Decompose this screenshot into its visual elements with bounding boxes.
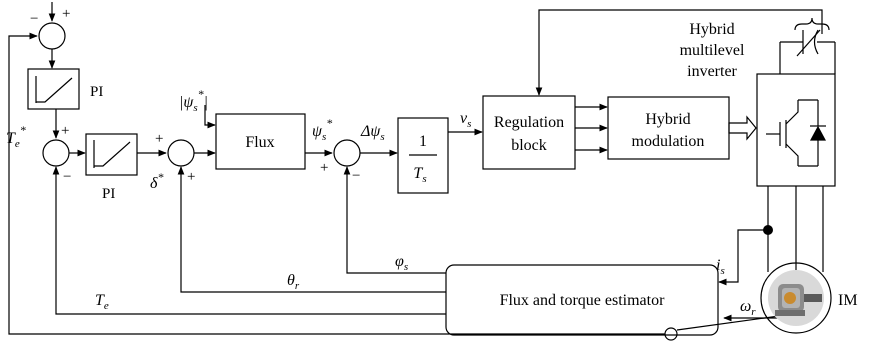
flux-block — [215, 113, 306, 170]
current-tap-dot — [763, 225, 773, 235]
label-wr: ωr — [740, 298, 756, 318]
regulation-block — [482, 95, 576, 170]
label-vs: vs — [460, 110, 471, 130]
regulation-label-line1: Regulation — [494, 114, 564, 131]
inverter-block — [756, 73, 836, 187]
pi-inner-characteristic — [94, 141, 131, 167]
inverse-ts-block — [397, 117, 449, 194]
modulation-label-line2: modulation — [632, 133, 705, 150]
sign-s3-plus-left: + — [155, 131, 163, 147]
label-delta-ref: δ* — [150, 170, 163, 192]
label-psi-ref: ψs* — [312, 116, 332, 143]
sum-junction-angle — [167, 139, 195, 167]
flux-torque-estimator-block — [445, 264, 719, 336]
induction-motor — [760, 262, 832, 334]
label-psi-abs-ref: |ψs*| — [179, 87, 208, 114]
sum-junction-torque — [42, 139, 70, 167]
sign-s1-minus: − — [30, 11, 38, 27]
sign-s3-plus-bottom: + — [187, 169, 195, 185]
inverter-caption-line3: inverter — [687, 63, 737, 80]
regulation-label-line2: block — [511, 137, 547, 154]
inverter-caption-line2: multilevel — [680, 42, 745, 59]
pi-controller-outer — [27, 68, 80, 110]
inverse-ts-denominator: Ts — [413, 165, 426, 185]
sum-junction-speed — [38, 22, 66, 50]
label-te-ref: Te* — [6, 123, 26, 150]
sign-s4-plus-left: + — [320, 160, 328, 176]
estimator-label: Flux and torque estimator — [500, 292, 666, 309]
flux-block-label: Flux — [245, 134, 274, 151]
label-te: Te — [95, 292, 109, 312]
sign-s2-minus: − — [63, 169, 71, 185]
label-delta-psi: Δψs — [360, 123, 385, 143]
label-theta: θr — [287, 272, 300, 292]
sign-s2-plus: + — [61, 123, 69, 139]
pi-outer-characteristic — [36, 77, 73, 103]
pi-controller-inner — [85, 133, 138, 176]
speed-sensor — [664, 327, 678, 341]
modulation-output-arrow — [728, 115, 757, 141]
label-is: is — [716, 257, 725, 277]
sign-s4-minus-bottom: − — [352, 168, 360, 184]
pi-outer-label: PI — [90, 84, 103, 100]
motor-picture — [768, 270, 824, 326]
sign-s1-plus: + — [62, 6, 70, 22]
inverse-ts-numerator: 1 — [419, 133, 427, 150]
inverter-brace — [794, 17, 830, 31]
modulation-label-line1: Hybrid — [645, 111, 690, 128]
sum-junction-flux — [333, 139, 361, 167]
inverter-caption-line1: Hybrid — [689, 21, 734, 38]
motor-label: IM — [838, 292, 858, 309]
pi-inner-label: PI — [102, 186, 115, 202]
label-phi: φs — [395, 253, 408, 273]
